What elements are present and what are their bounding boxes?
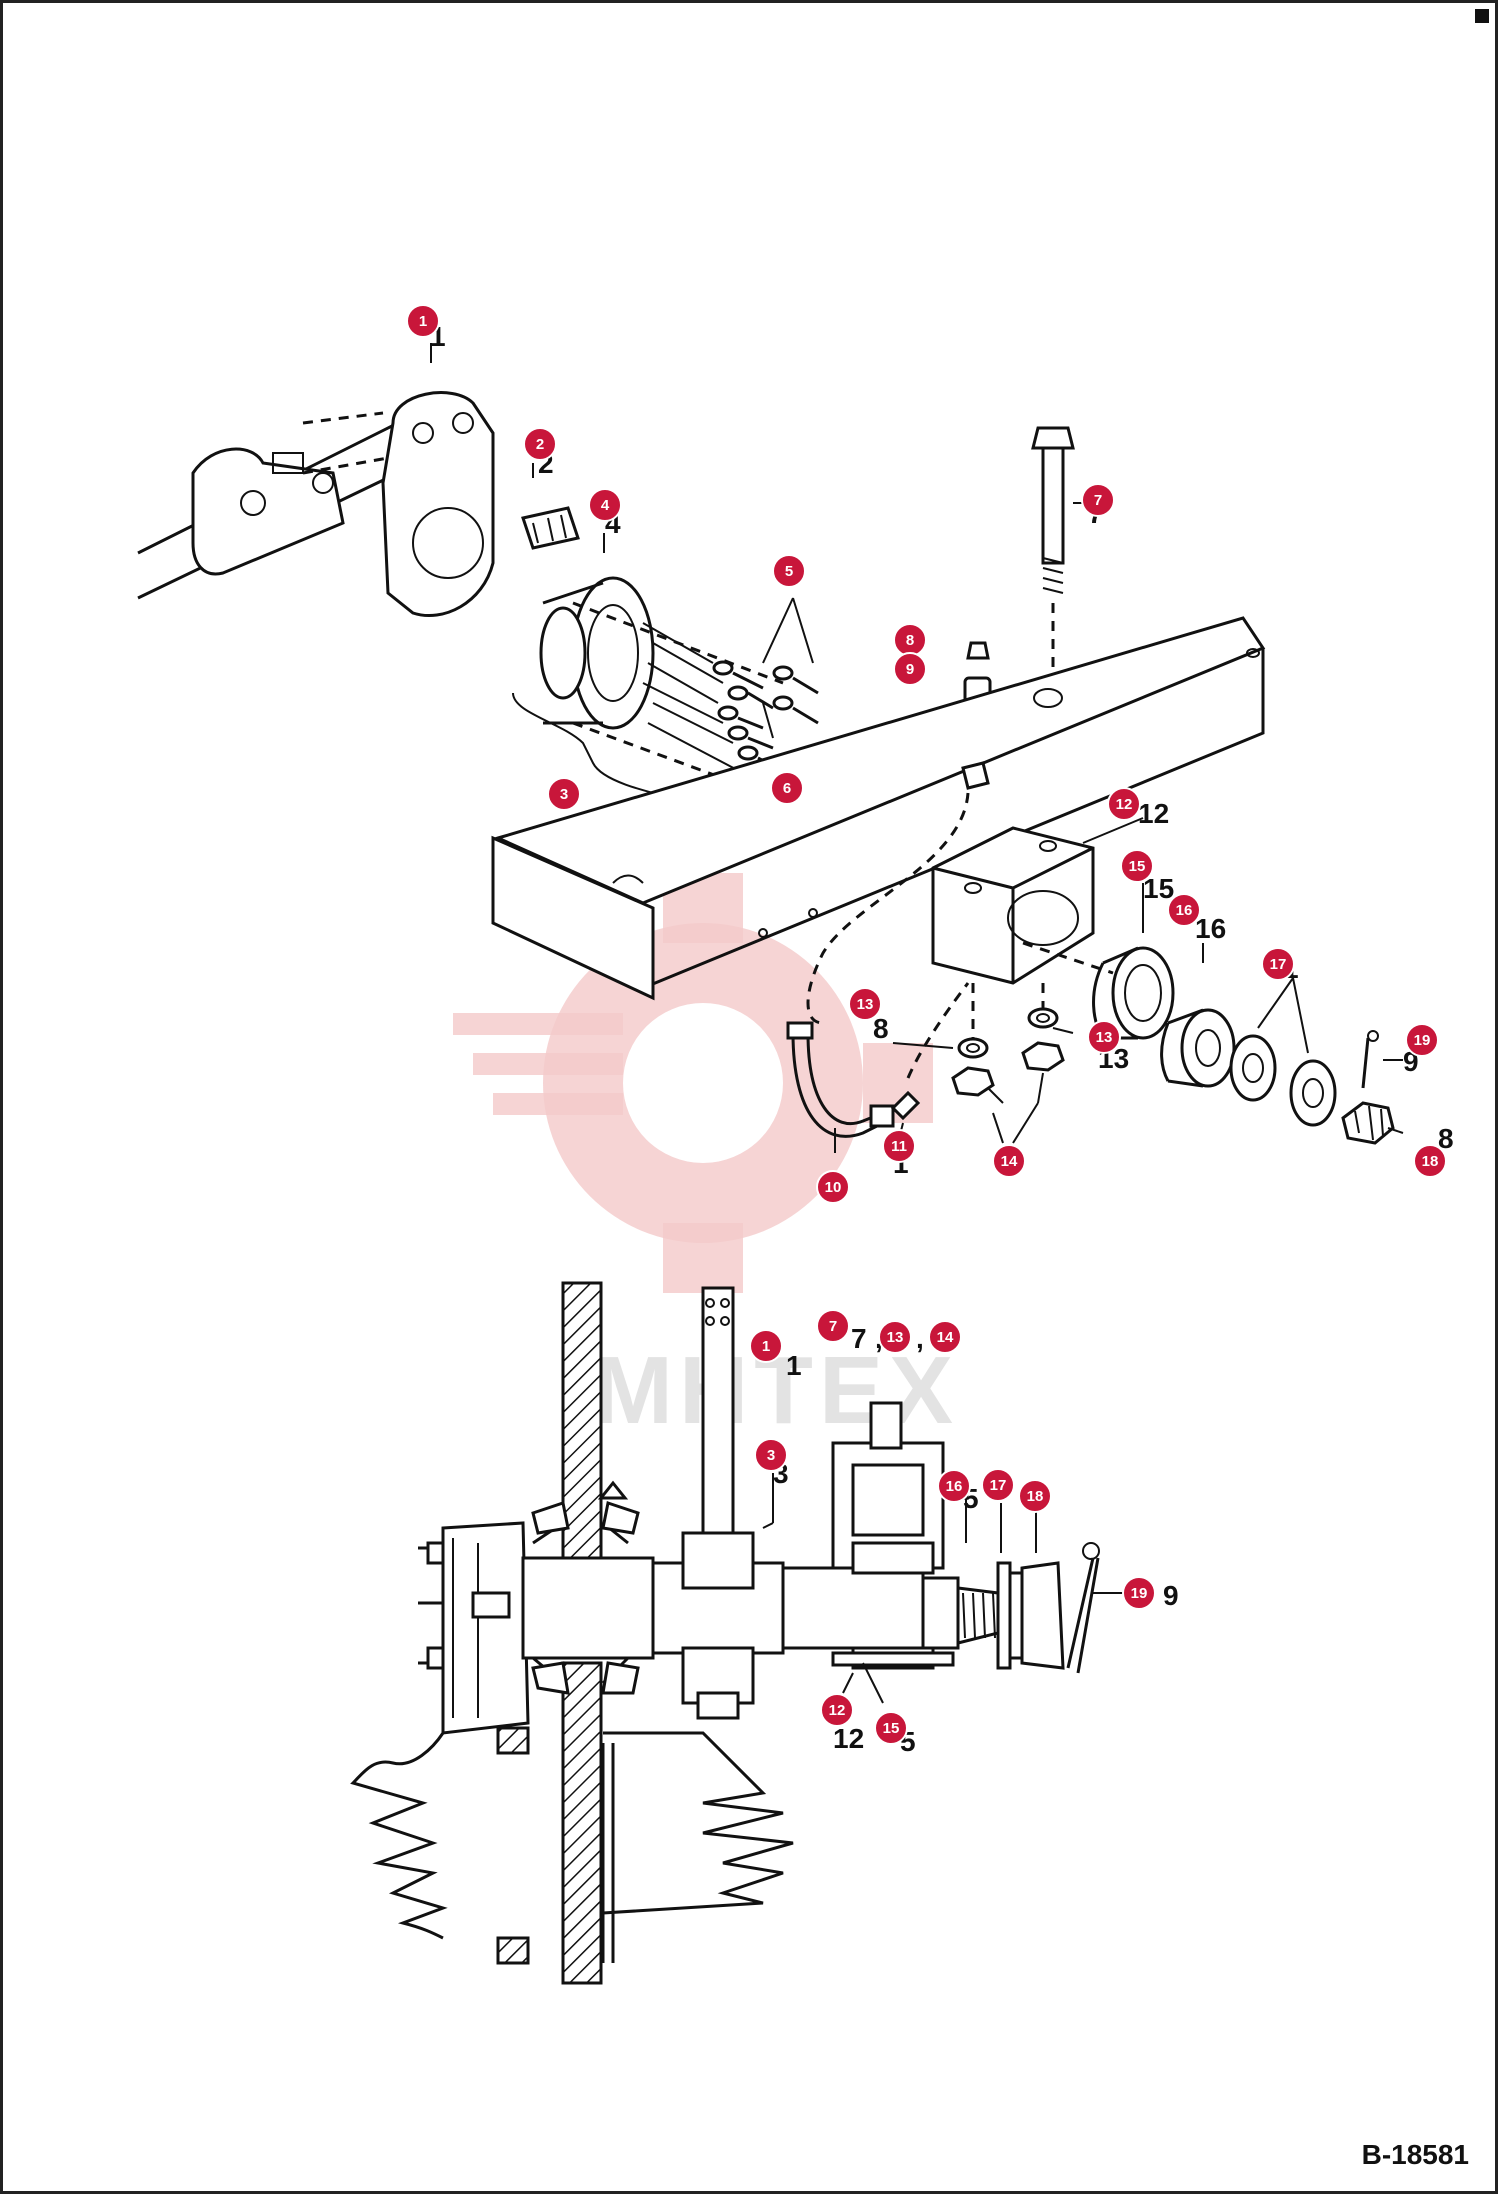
- svg-text:8: 8: [1438, 1123, 1454, 1154]
- bottom-callout-3[interactable]: 3: [754, 1438, 788, 1472]
- frame-bar: [491, 616, 1266, 1001]
- bottom-callout-label: 7: [829, 1318, 837, 1335]
- bottom-callout-17[interactable]: 17: [981, 1468, 1015, 1502]
- svg-text:16: 16: [1195, 913, 1226, 944]
- bottom-callout-label: 14: [937, 1329, 954, 1346]
- bottom-callout-14[interactable]: 14: [928, 1320, 962, 1354]
- leader-lines-top: [430, 343, 1404, 1153]
- bottom-callout-12[interactable]: 12: [820, 1693, 854, 1727]
- top-callout-19[interactable]: 19: [1405, 1023, 1439, 1057]
- top-callout-8[interactable]: 8: [893, 623, 927, 657]
- top-callout-label: 9: [906, 661, 914, 678]
- bottom-callout-18[interactable]: 18: [1018, 1479, 1052, 1513]
- top-callout-label: 15: [1129, 858, 1146, 875]
- top-callout-10[interactable]: 10: [816, 1170, 850, 1204]
- pillow-block: [931, 826, 1114, 1043]
- top-callout-label: 19: [1414, 1032, 1431, 1049]
- top-callout-15[interactable]: 15: [1120, 849, 1154, 883]
- svg-text:12: 12: [833, 1723, 864, 1754]
- top-callout-label: 7: [1094, 492, 1102, 509]
- top-callout-18[interactable]: 18: [1413, 1144, 1447, 1178]
- bottom-callout-label: 15: [883, 1720, 900, 1737]
- bottom-callout-label: 13: [887, 1329, 904, 1346]
- top-callout-7[interactable]: 7: [1081, 483, 1115, 517]
- drawing-number: B-18581: [1361, 2139, 1469, 2170]
- top-callout-label: 4: [601, 497, 610, 514]
- top-callout-3[interactable]: 3: [547, 777, 581, 811]
- bottom-callout-19[interactable]: 19: [1122, 1576, 1156, 1610]
- top-callout-17[interactable]: 17: [1261, 947, 1295, 981]
- top-callout-16[interactable]: 16: [1167, 893, 1201, 927]
- top-callout-11[interactable]: 11: [882, 1129, 916, 1163]
- bottom-callout-label: 3: [767, 1447, 775, 1464]
- bottom-callout-label: 12: [829, 1702, 846, 1719]
- top-callout-label: 14: [1001, 1153, 1018, 1170]
- bottom-callout-1[interactable]: 1: [749, 1329, 783, 1363]
- svg-text:,: ,: [916, 1323, 924, 1354]
- top-callout-12[interactable]: 12: [1107, 787, 1141, 821]
- top-callout-6[interactable]: 6: [770, 771, 804, 805]
- top-callout-label: 2: [536, 436, 544, 453]
- svg-text:9: 9: [1163, 1580, 1179, 1611]
- exploded-view-drawing: МНТЕХ: [137, 304, 1454, 1985]
- bottom-callout-16[interactable]: 16: [937, 1469, 971, 1503]
- tube-assembly: [137, 421, 399, 600]
- bottom-callout-7[interactable]: 7: [816, 1309, 850, 1343]
- bottom-callout-label: 16: [946, 1478, 963, 1495]
- top-callout-label: 13: [1096, 1029, 1113, 1046]
- thrust-washers: [1229, 1034, 1337, 1127]
- top-callout-label: 16: [1176, 902, 1193, 919]
- top-callout-label: 17: [1270, 956, 1287, 973]
- top-callout-9[interactable]: 9: [893, 652, 927, 686]
- top-callout-label: 5: [785, 563, 793, 580]
- top-callout-2[interactable]: 2: [523, 427, 557, 461]
- section-view: [350, 1281, 1100, 1985]
- top-callout-1[interactable]: 1: [406, 304, 440, 338]
- bottom-callout-label: 19: [1131, 1585, 1148, 1602]
- hose: [786, 792, 970, 1138]
- washers-nuts: [951, 1007, 1065, 1097]
- bottom-callout-label: 1: [762, 1338, 770, 1355]
- hub-flange: [539, 576, 784, 795]
- top-callout-13[interactable]: 13: [848, 987, 882, 1021]
- top-callout-label: 12: [1116, 796, 1133, 813]
- top-callout-14[interactable]: 14: [992, 1144, 1026, 1178]
- top-callout-label: 1: [419, 313, 427, 330]
- arm-plate: [302, 391, 495, 618]
- bottom-callout-13[interactable]: 13: [878, 1320, 912, 1354]
- svg-text:12: 12: [1138, 798, 1169, 829]
- svg-text:8: 8: [873, 1013, 889, 1044]
- top-callout-5[interactable]: 5: [772, 554, 806, 588]
- top-callout-13[interactable]: 13: [1087, 1020, 1121, 1054]
- top-callout-4[interactable]: 4: [588, 488, 622, 522]
- key-part: [521, 506, 580, 550]
- bottom-callout-15[interactable]: 15: [874, 1711, 908, 1745]
- top-callout-label: 18: [1422, 1153, 1439, 1170]
- bottom-callout-label: 17: [990, 1477, 1007, 1494]
- top-callout-label: 13: [857, 996, 874, 1013]
- top-callout-label: 6: [783, 780, 791, 797]
- long-bolt: [1031, 426, 1075, 693]
- top-callout-label: 8: [906, 632, 914, 649]
- svg-text:7: 7: [851, 1323, 867, 1354]
- bearings: [1092, 946, 1236, 1088]
- svg-text:1: 1: [786, 1350, 802, 1381]
- bottom-callout-label: 18: [1027, 1488, 1044, 1505]
- top-callout-label: 3: [560, 786, 568, 803]
- corner-mark: [1475, 9, 1489, 23]
- top-callout-label: 10: [825, 1179, 842, 1196]
- echo-labels: 1 2 4 7 12 15 16 1 13 9 8 8 1: [430, 321, 1454, 1179]
- pin-nut: [1341, 1030, 1395, 1145]
- top-callout-label: 11: [891, 1138, 907, 1155]
